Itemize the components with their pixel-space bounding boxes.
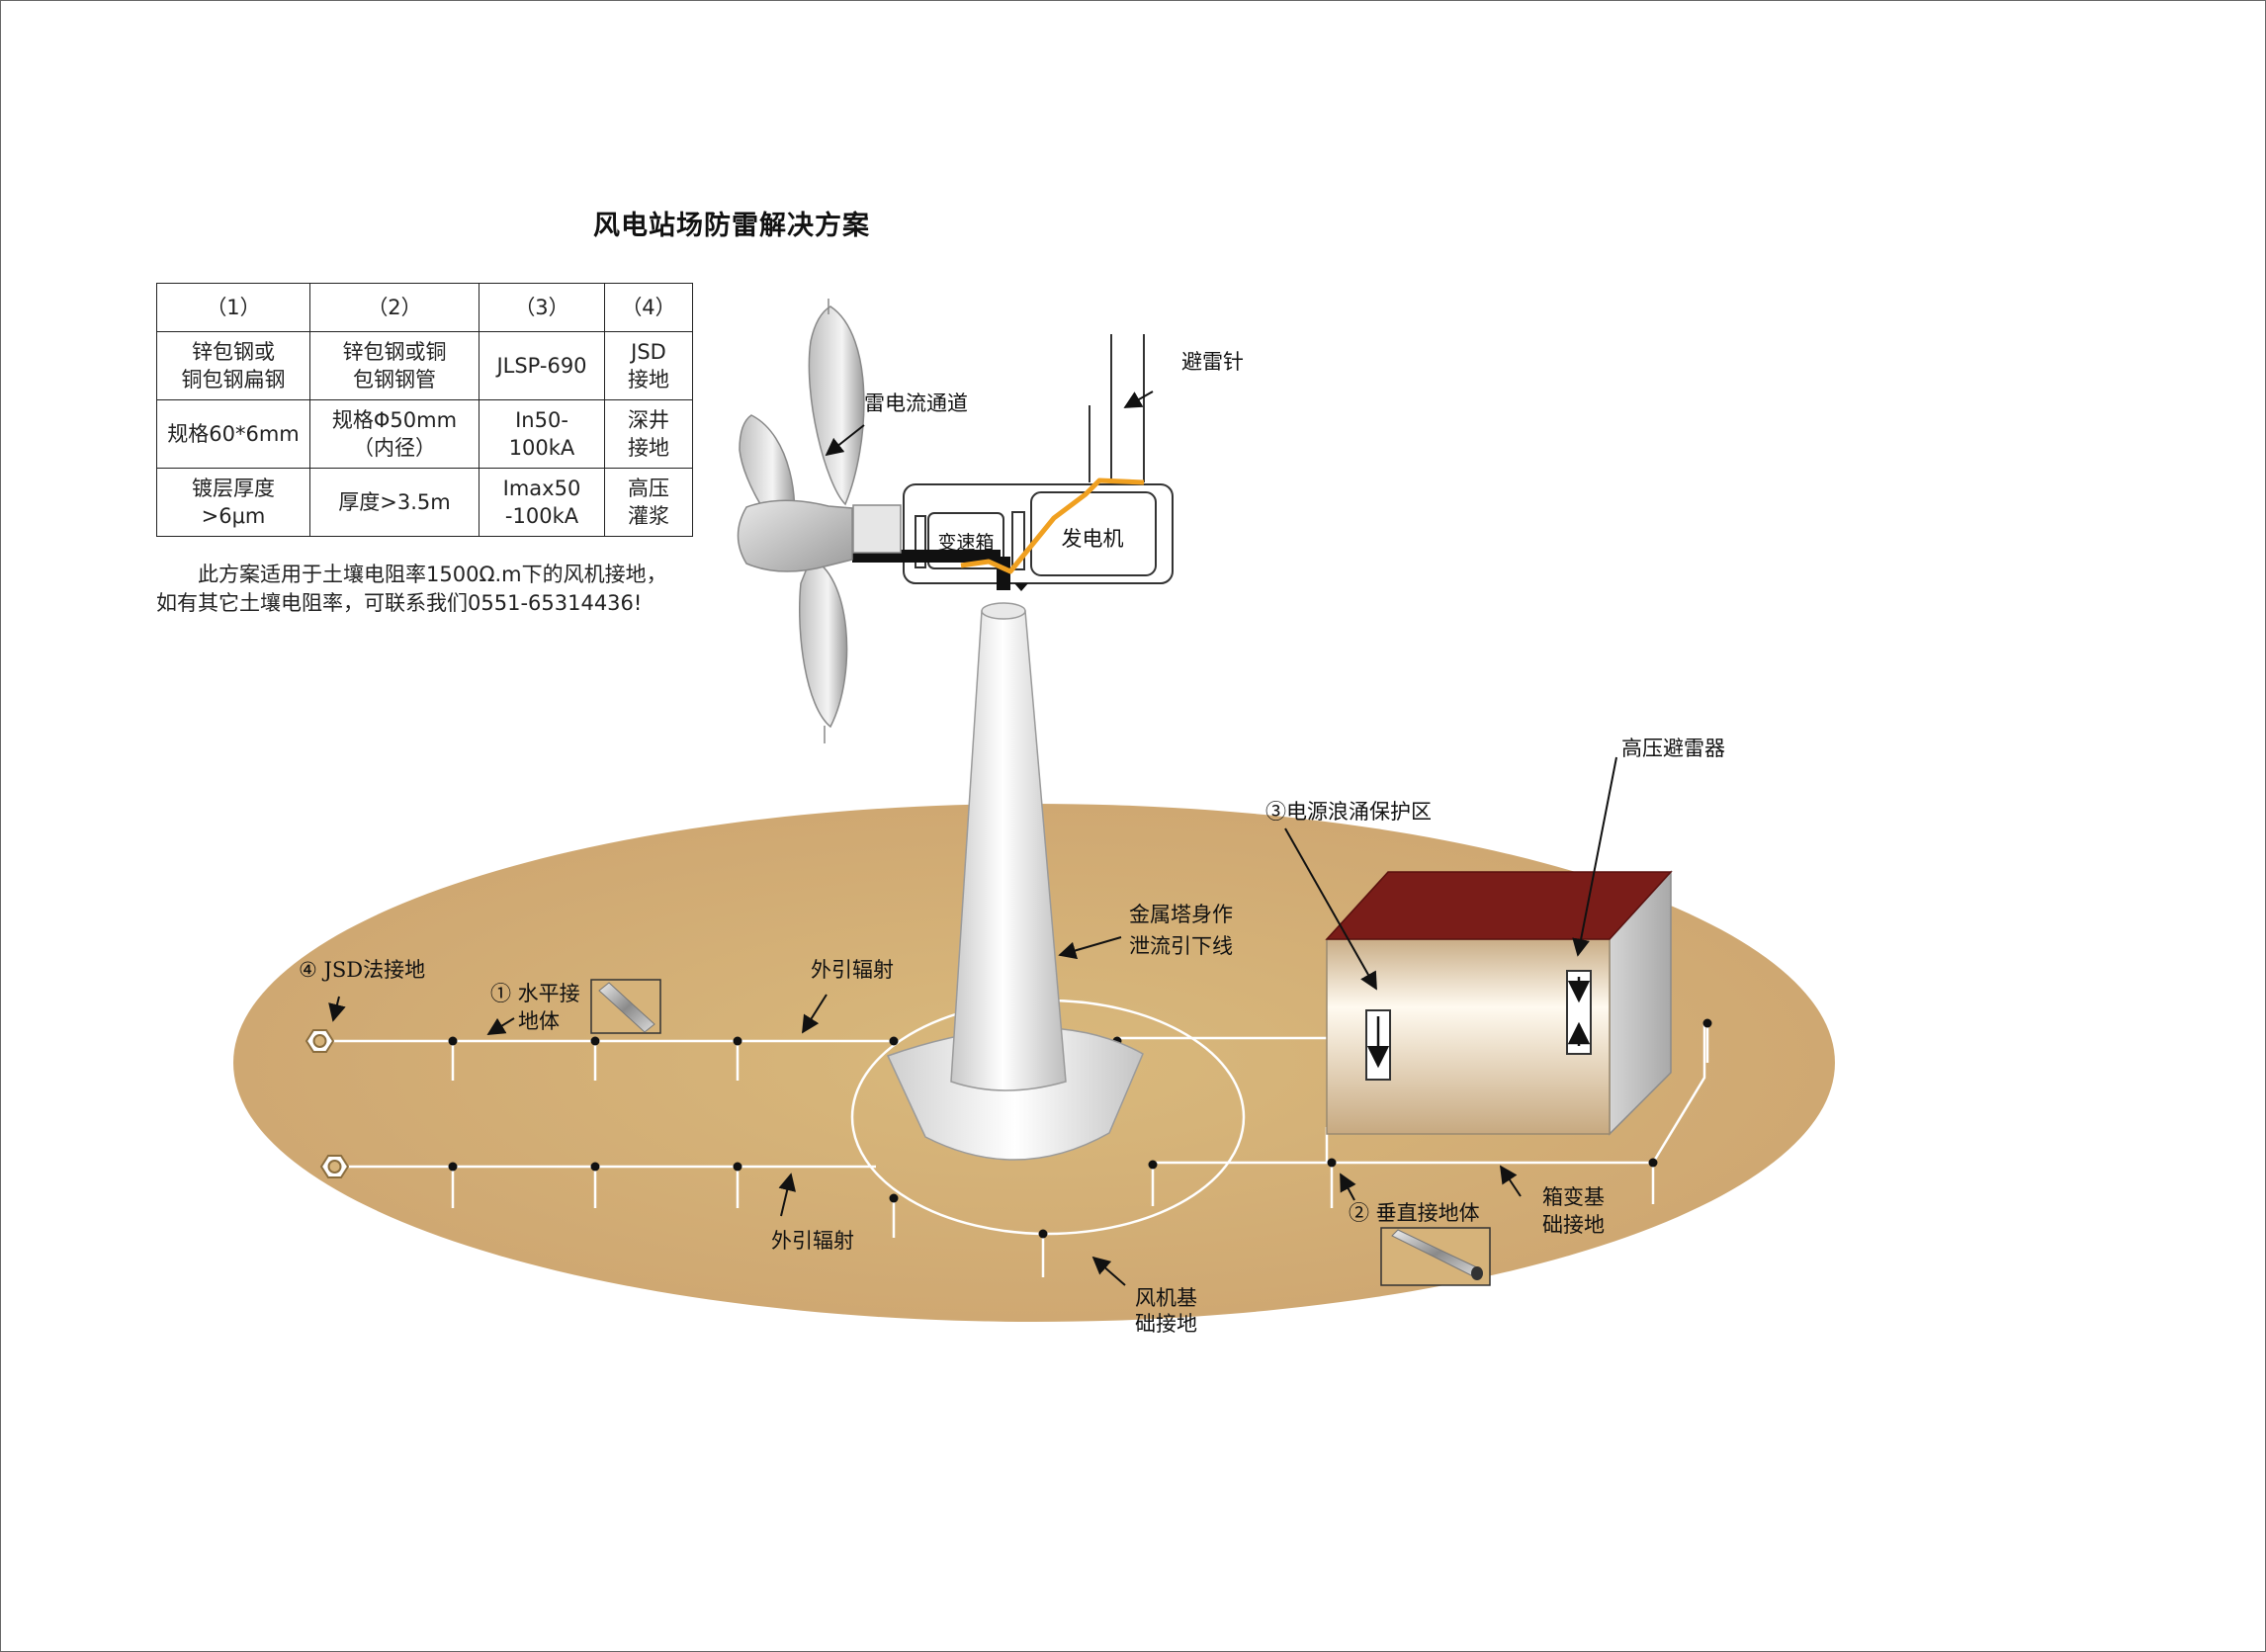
arrow-lightning-rod <box>1123 391 1154 408</box>
box-roof <box>1325 871 1673 940</box>
table-header-cell: （4） <box>604 283 693 332</box>
rotor <box>737 299 865 743</box>
surge-zone-label: ③电源浪涌保护区 <box>1265 800 1432 824</box>
tower-downlead-label-1: 金属塔身作 <box>1129 903 1233 926</box>
cell-line: 规格Φ50mm <box>331 408 458 432</box>
arrow-box-foundation <box>1500 1165 1522 1197</box>
applicability-note: 此方案适用于土壤电阻率1500Ω.m下的风机接地，如有其它土壤电阻率，可联系我们… <box>156 563 667 615</box>
fan-foundation-label-2: 础接地 <box>1135 1312 1197 1336</box>
table-cell: 镀层厚度 >6μm <box>156 468 310 537</box>
horizontal-conductor-sample <box>590 979 661 1034</box>
arrow-vertical <box>1340 1173 1356 1201</box>
cell-line: 厚度>3.5m <box>338 490 451 514</box>
wind-turbine-tower <box>886 602 1144 1161</box>
table-cell: 锌包钢或铜包钢扁钢 <box>156 331 310 400</box>
jsd-well-top <box>305 1029 335 1053</box>
radiation-label-bottom: 外引辐射 <box>771 1229 854 1253</box>
gearbox-label: 变速箱 <box>937 532 994 554</box>
arrow-jsd <box>328 996 346 1022</box>
cell-line: 高压 <box>628 477 669 500</box>
box-foundation-label-1: 箱变基 <box>1542 1185 1605 1209</box>
table-row: 镀层厚度 >6μm 厚度>3.5m Imax50 -100kA 高压灌浆 <box>156 468 693 537</box>
cell-line: 铜包钢扁钢 <box>181 368 286 391</box>
arrow-surge-zone <box>1284 827 1377 991</box>
table-cell: 规格Φ50mm （内径） <box>309 399 479 469</box>
cell-line: 接地 <box>628 436 669 460</box>
cell-line: 灌浆 <box>628 504 669 528</box>
table-cell: 厚度>3.5m <box>309 468 479 537</box>
cell-line: 接地 <box>628 368 669 391</box>
generator-label: 发电机 <box>1062 527 1124 551</box>
cell-line: 包钢钢管 <box>353 368 436 391</box>
cell-line: JLSP-690 <box>496 354 587 378</box>
blade-upper <box>808 305 865 506</box>
box-transformer <box>1325 870 1673 1136</box>
arrow-radiation-bottom <box>778 1173 797 1217</box>
table-cell: JSD 接地 <box>604 331 693 400</box>
table-row: 锌包钢或铜包钢扁钢 锌包钢或铜包钢钢管 JLSP-690 JSD 接地 <box>156 331 693 400</box>
arrow-tower-downlead <box>1058 936 1122 960</box>
table-cell: Imax50 -100kA <box>479 468 605 537</box>
horizontal-label-1: ① 水平接 <box>490 982 580 1005</box>
lightning-rods <box>1089 334 1145 482</box>
cell-line: In50-100kA <box>508 408 575 460</box>
cell-line: 深井 <box>628 408 669 432</box>
cell-line: JSD <box>631 340 666 364</box>
table-cell: 深井接地 <box>604 399 693 469</box>
table-cell: 规格60*6mm <box>156 399 310 469</box>
cell-line: （内径） <box>353 436 436 460</box>
tower-downlead-label-2: 泄流引下线 <box>1129 934 1233 958</box>
cell-line: 锌包钢或铜 <box>342 340 447 364</box>
arrow-fan-foundation <box>1091 1256 1126 1286</box>
table-header-cell: （3） <box>479 283 605 332</box>
cell-line: Imax50 <box>502 477 581 500</box>
blade-lower <box>799 558 848 729</box>
tower-body <box>950 610 1067 1091</box>
box-foundation-side <box>1651 1023 1706 1164</box>
grounding-nodes <box>448 1018 1712 1239</box>
shaft-coupling <box>852 504 902 554</box>
page-title: 风电站场防雷解决方案 <box>593 211 870 241</box>
hv-arrester-label: 高压避雷器 <box>1621 737 1725 760</box>
hub <box>737 499 853 572</box>
table-cell: 高压灌浆 <box>604 468 693 537</box>
table-row: 规格60*6mm 规格Φ50mm （内径） In50-100kA 深井接地 <box>156 399 693 469</box>
radiation-label-top: 外引辐射 <box>811 958 894 982</box>
cell-line: 锌包钢或 <box>192 340 275 364</box>
arrow-radiation-top <box>802 994 828 1034</box>
box-foundation-label-2: 础接地 <box>1542 1213 1605 1237</box>
lightning-path-label: 雷电流通道 <box>864 391 968 415</box>
arrow-horizontal <box>486 1017 515 1035</box>
horizontal-label-2: 地体 <box>518 1009 560 1033</box>
fan-foundation-label-1: 风机基 <box>1135 1286 1197 1310</box>
cell-line: -100kA <box>504 504 579 528</box>
arrow-hv-arrester <box>1572 756 1617 957</box>
jsd-well-bottom <box>319 1155 350 1178</box>
vertical-rod-sample <box>1380 1227 1491 1286</box>
grounding-network <box>328 999 1709 1277</box>
vertical-label: ② 垂直接地体 <box>1349 1201 1480 1225</box>
cell-line: 规格60*6mm <box>167 422 300 446</box>
cell-line: 镀层厚度 <box>192 477 275 500</box>
spec-table: （1） （2） （3） （4） 锌包钢或铜包钢扁钢 锌包钢或铜包钢钢管 JLSP… <box>156 283 693 537</box>
table-cell: JLSP-690 <box>479 331 605 400</box>
lightning-rod-label: 避雷针 <box>1181 350 1244 374</box>
jsd-grounding-label: ④ JSD法接地 <box>299 958 425 982</box>
lightning-channel <box>960 478 1145 574</box>
table-cell: In50-100kA <box>479 399 605 469</box>
arrow-lightning-path <box>825 424 865 457</box>
cell-line: >6μm <box>201 504 266 528</box>
